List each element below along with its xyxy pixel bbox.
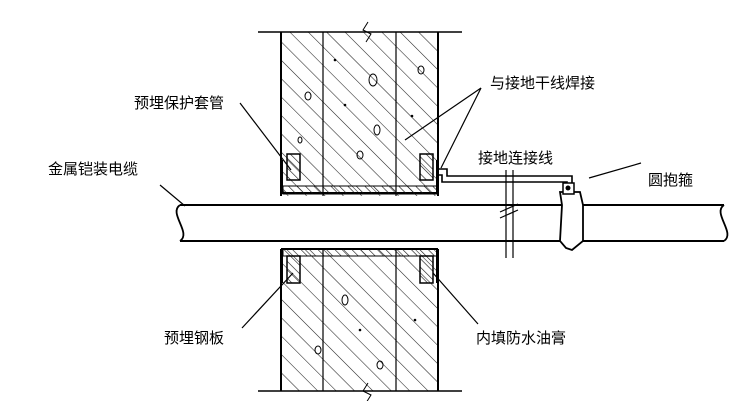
lower-sleeve bbox=[281, 248, 438, 284]
label-embedded-steel-plate: 预埋钢板 bbox=[164, 329, 224, 347]
label-pipe-clamp: 圆抱箍 bbox=[648, 171, 693, 189]
leader-lines bbox=[239, 87, 642, 329]
label-armored-cable: 金属铠装电缆 bbox=[48, 160, 138, 178]
label-embedded-sleeve: 预埋保护套管 bbox=[134, 94, 224, 112]
label-ground-connection-wire: 接地连接线 bbox=[478, 149, 553, 167]
ground-connection-wire bbox=[437, 168, 573, 258]
upper-wall-section bbox=[258, 21, 462, 196]
upper-sleeve bbox=[281, 153, 438, 195]
pipe-clamp bbox=[558, 182, 584, 252]
label-weld-to-ground-trunk: 与接地干线焊接 bbox=[490, 74, 595, 92]
armored-cable bbox=[159, 184, 729, 242]
label-waterproof-filler: 内填防水油膏 bbox=[476, 329, 566, 347]
